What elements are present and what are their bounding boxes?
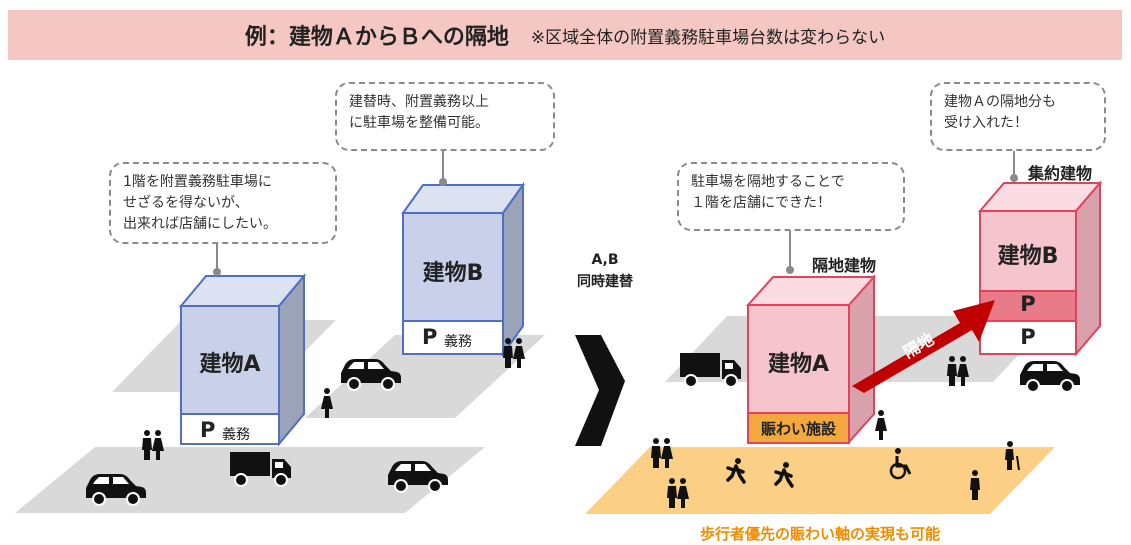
transition-arrow-icon: [575, 335, 625, 446]
title-main: 例：建物ＡからＢへの隔地: [244, 25, 509, 50]
title-banner: 例：建物ＡからＢへの隔地 ※区域全体の附置義務駐車場台数は変わらない: [8, 10, 1122, 60]
parking-lower-symbol: P: [1020, 325, 1036, 349]
connector-dot-right-b: [1010, 174, 1018, 182]
plaza-caption: 歩行者優先の賑わい軸の実現も可能: [700, 525, 941, 543]
connector-dot-left-a: [213, 268, 221, 276]
bubble-building-b-after: 建物Ａの隔地分も 受け入れた！: [930, 82, 1106, 151]
building-b-after: [977, 180, 1103, 357]
building-a-after: [745, 274, 877, 445]
car-icon: [1019, 360, 1081, 393]
building-b-before-label: 建物B: [422, 261, 484, 286]
building-a-before-label: 建物A: [199, 352, 261, 377]
title-note: ※区域全体の附置義務駐車場台数は変わらない: [530, 27, 886, 48]
building-b-before: [401, 181, 525, 358]
relocation-arrow-icon: [852, 300, 995, 393]
transition-label-line1: A,B: [591, 252, 619, 268]
elderly-person-icon: [1005, 441, 1020, 471]
bubble-building-b-before: 建替時、附置義務以上 に駐車場を整備可能。: [335, 82, 555, 151]
label-relocated-building: 隔地建物: [812, 256, 877, 275]
connector-dot-left-b: [439, 178, 447, 186]
building-a-after-label: 建物A: [767, 352, 830, 377]
bubble-building-a-after: 駐車場を隔地することで １階を店舗にできた！: [677, 162, 905, 231]
wheelchair-icon: [889, 448, 912, 480]
building-b-after-label: 建物B: [997, 244, 1059, 269]
pedestrian-icon: [875, 410, 887, 440]
bubble-building-a-before: 1階を附置義務駐車場に せざるを得ないが、 出来れば店舗にしたい。: [109, 162, 337, 244]
parking-a-before-tag: 義務: [222, 427, 250, 443]
parking-b-before-symbol: P: [422, 325, 438, 349]
parking-upper-symbol: P: [1020, 292, 1036, 316]
connector-dot-right-a: [786, 266, 794, 274]
parking-a-before-symbol: P: [200, 418, 216, 442]
pedestrian-plaza: [585, 447, 1055, 514]
parking-b-before-tag: 義務: [444, 334, 472, 350]
shop-facility-label: 賑わい施設: [760, 420, 836, 438]
road-left-upper-right: [305, 335, 545, 418]
building-a-before: [178, 273, 307, 447]
label-consolidated-building: 集約建物: [1028, 164, 1093, 183]
transition-label-line2: 同時建替: [577, 274, 633, 290]
